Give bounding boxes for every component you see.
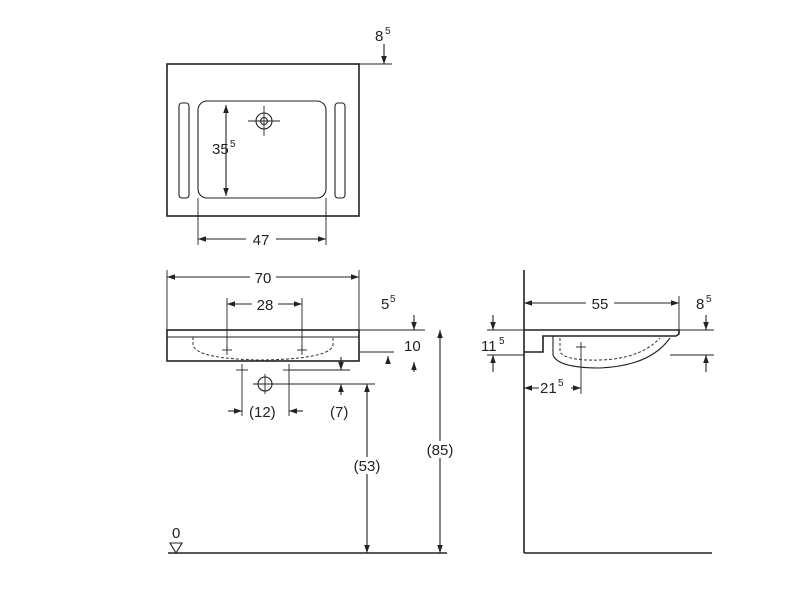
floor-level-marker	[169, 542, 183, 555]
top-view: 35 5 47 8 5	[166, 26, 392, 249]
side-view: 55 8 5 11 5 21 5	[481, 270, 714, 554]
basin-outline-front	[166, 329, 360, 362]
rim-label-top: 8	[375, 28, 383, 45]
rim-dimension-top: 8 5	[359, 26, 392, 65]
drain-spacing-dimension: (12)	[228, 376, 303, 421]
tap-hole-top	[248, 106, 280, 136]
width-label-top: 47	[253, 232, 270, 249]
drain-offset-label-side: 21	[540, 380, 557, 397]
depth-dimension-side: 55	[524, 295, 680, 330]
width-dimension-front: 70	[166, 268, 360, 330]
wall-height-label-sup: 5	[499, 336, 505, 347]
drain-spacing-label: (12)	[249, 404, 276, 421]
depth-label-side: 55	[592, 296, 609, 313]
rim-dimension-front: 5 5	[359, 294, 425, 331]
rim-label-front-sup: 5	[390, 294, 396, 305]
basin-outline-top	[166, 63, 360, 217]
depth-dimension-top: 35 5	[212, 105, 236, 196]
width-label-front: 70	[255, 270, 272, 287]
width-dimension-top: 47	[197, 198, 327, 249]
height-label-front: 10	[404, 338, 421, 355]
depth-label-sup: 5	[230, 139, 236, 150]
drain-height-dimension: (53)	[272, 383, 384, 553]
bowl-hidden-line-side	[559, 337, 661, 361]
wall-height-dimension: 11 5	[481, 315, 524, 372]
tap-spacing-dimension: 28	[226, 296, 303, 350]
drain-offset-dimension-front: (7)	[289, 357, 350, 421]
tap-spacing-label: 28	[257, 297, 274, 314]
height-dimension-front: 10	[359, 338, 421, 372]
floor-reference: 0	[168, 525, 447, 555]
total-height-label: (85)	[427, 442, 454, 459]
drain-offset-dimension-side: 21 5	[524, 352, 582, 397]
drain-mark-side	[576, 342, 586, 352]
wall-height-label: 11	[481, 338, 497, 355]
depth-label: 35	[212, 141, 229, 158]
drain-height-label: (53)	[354, 458, 381, 475]
rim-label-front: 5	[381, 296, 389, 313]
bowl-outline-top	[197, 100, 327, 199]
front-view: 70 28 5 5 10	[166, 268, 457, 555]
rim-label-top-sup: 5	[385, 26, 391, 37]
basin-section-side	[524, 329, 680, 353]
total-height-dimension: (85)	[423, 330, 457, 553]
front-rim-label-side-sup: 5	[706, 294, 712, 305]
front-rim-dimension-side: 8 5	[670, 294, 714, 372]
right-grip-slot	[334, 102, 346, 199]
drain-offset-label-front: (7)	[330, 404, 348, 421]
left-grip-slot	[178, 102, 190, 199]
floor-label: 0	[172, 525, 180, 542]
front-rim-label-side: 8	[696, 296, 704, 313]
drain-offset-label-side-sup: 5	[558, 378, 564, 389]
drain-center-left	[236, 364, 248, 376]
bowl-hidden-line-front	[192, 337, 334, 361]
bowl-profile-side	[552, 336, 671, 369]
